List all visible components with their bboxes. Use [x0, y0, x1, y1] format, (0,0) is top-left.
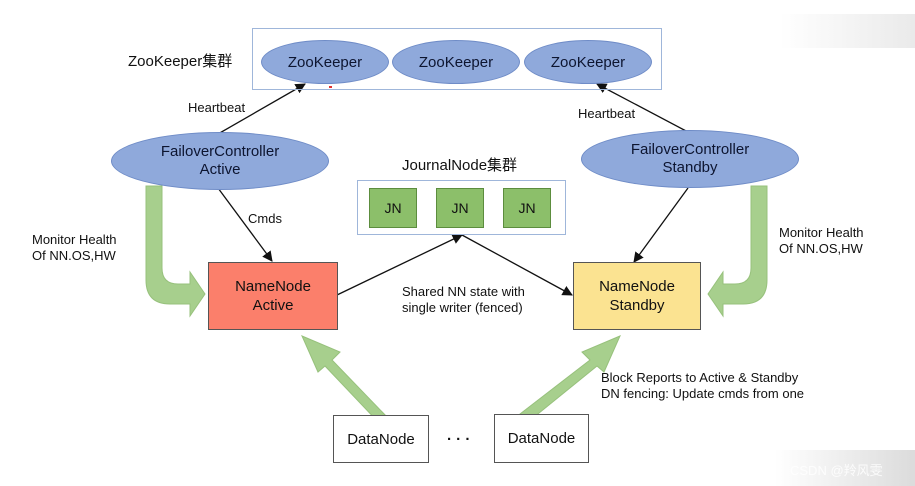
heartbeat-left-label: Heartbeat	[188, 100, 246, 115]
monitor-health-right-arrow	[707, 185, 768, 318]
cmds-label: Cmds	[248, 211, 282, 226]
cmds-left-arrow	[217, 187, 273, 262]
watermark-label: CSDN @羚风雯	[790, 463, 883, 478]
failover-controller-standby: FailoverController Standby	[581, 130, 799, 188]
datanode-to-standby-arrow	[519, 335, 621, 423]
zookeeper-cluster-label: ZooKeeper集群	[128, 53, 233, 70]
datanode-ellipsis: · · ·	[447, 431, 471, 448]
zookeeper-node-1: ZooKeeper	[261, 40, 389, 84]
journal-node-1: JN	[369, 188, 417, 228]
heartbeat-right-label: Heartbeat	[578, 106, 636, 121]
journal-to-standby-arrow	[461, 234, 573, 296]
watermark-box	[775, 450, 915, 486]
datanode-right: DataNode	[494, 414, 589, 463]
journal-node-3: JN	[503, 188, 551, 228]
monitor-health-left-label: Monitor Health Of NN.OS,HW	[32, 232, 117, 263]
red-mark	[329, 86, 332, 88]
datanode-left: DataNode	[333, 415, 429, 463]
cmds-right-arrow	[633, 187, 689, 263]
heartbeat-left-arrow	[217, 83, 306, 135]
heartbeat-right-arrow	[596, 83, 689, 133]
zookeeper-node-3: ZooKeeper	[524, 40, 652, 84]
zookeeper-cluster-box	[252, 28, 662, 90]
failover-controller-active: FailoverController Active	[111, 132, 329, 190]
corner-overlay	[780, 14, 915, 48]
journalnode-cluster-box	[357, 180, 566, 235]
active-to-journal-arrow	[336, 234, 463, 296]
journalnode-cluster-label: JournalNode集群	[402, 157, 518, 174]
zookeeper-node-2: ZooKeeper	[392, 40, 520, 84]
journal-node-2: JN	[436, 188, 484, 228]
namenode-standby: NameNode Standby	[573, 262, 701, 330]
datanode-to-active-arrow	[301, 335, 389, 425]
namenode-active: NameNode Active	[208, 262, 338, 330]
shared-state-label: Shared NN state with single writer (fenc…	[402, 284, 525, 315]
block-reports-label: Block Reports to Active & Standby DN fen…	[601, 370, 805, 401]
monitor-health-left-arrow	[145, 185, 206, 318]
monitor-health-right-label: Monitor Health Of NN.OS,HW	[779, 225, 864, 256]
